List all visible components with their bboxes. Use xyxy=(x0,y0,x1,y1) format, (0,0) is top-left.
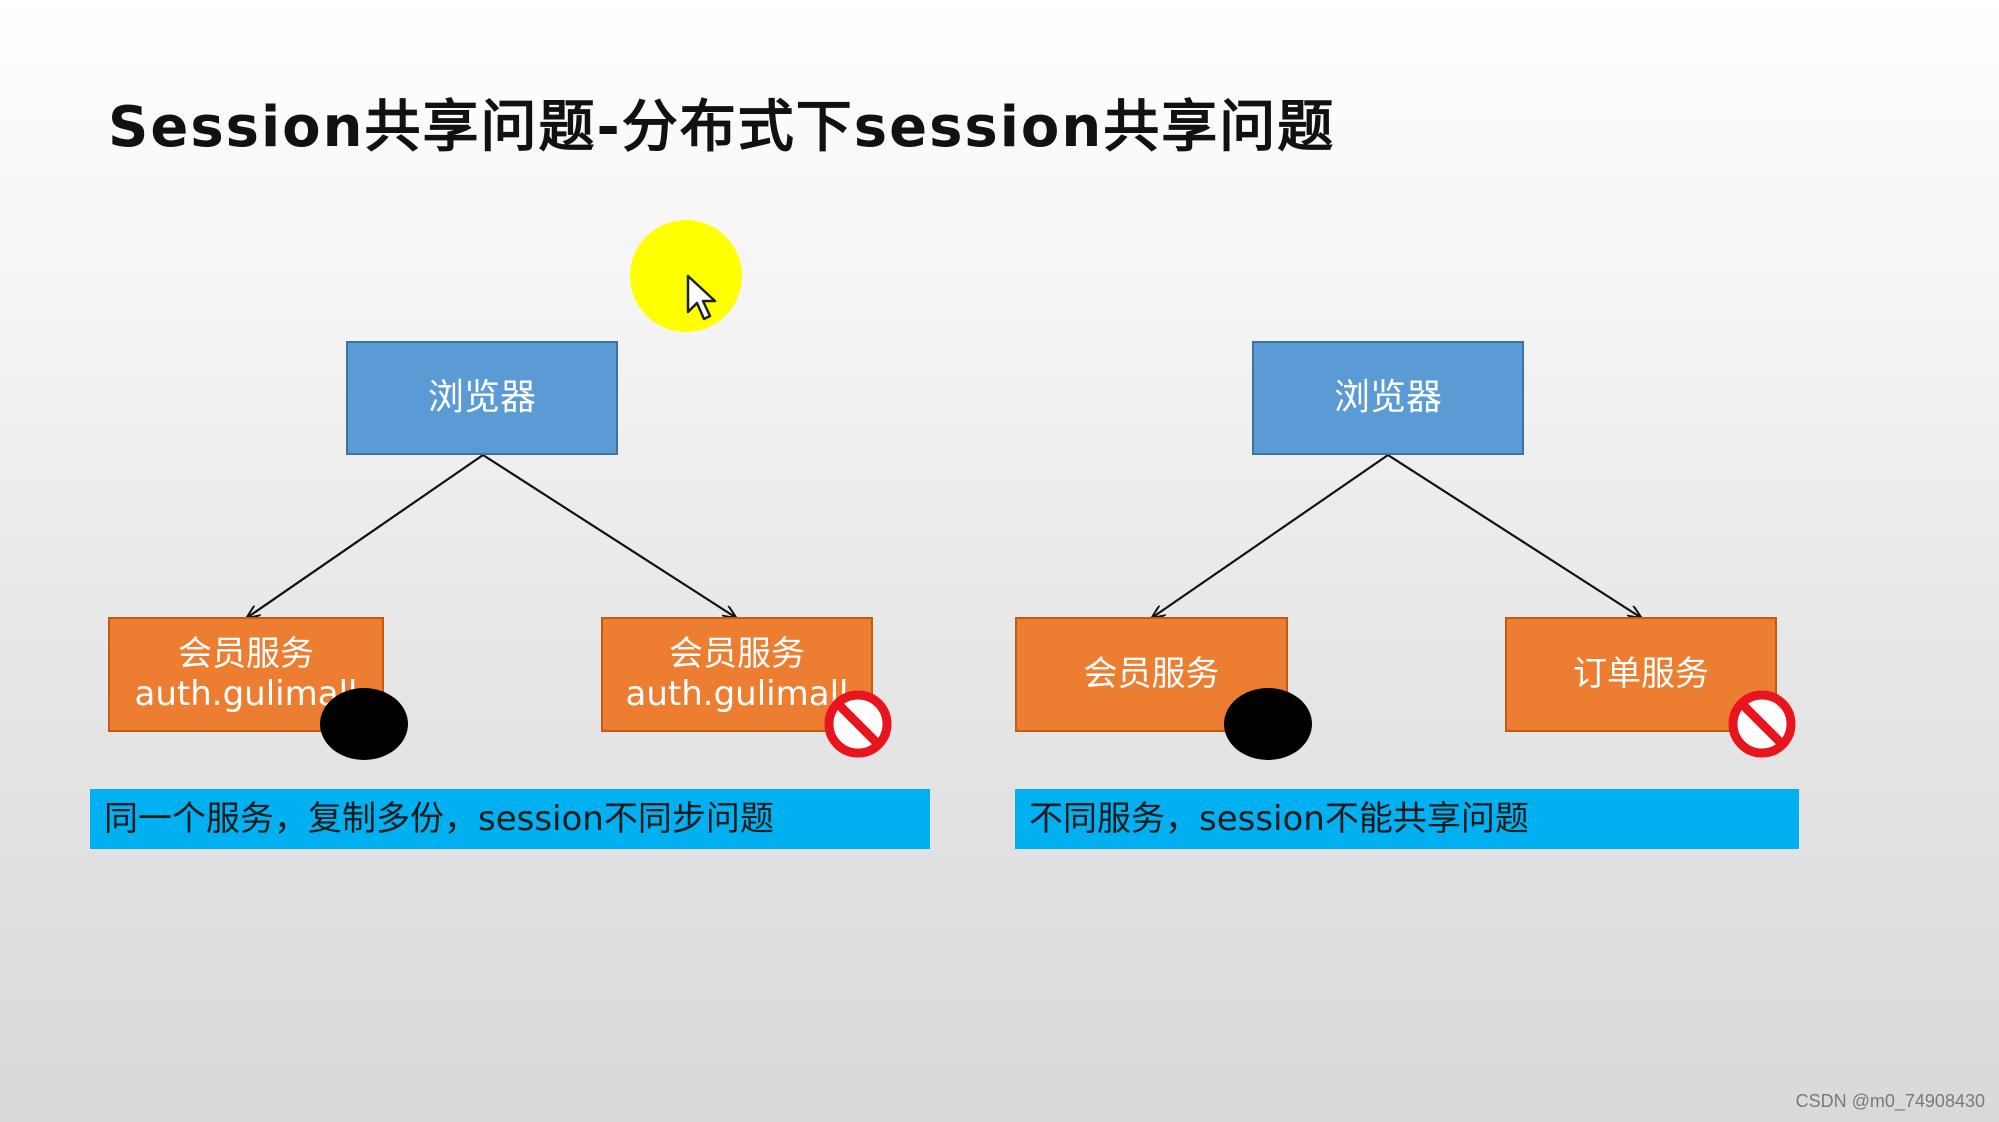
left-prohibited-icon xyxy=(824,690,892,758)
left-node-a-domain: auth.gulimall xyxy=(134,673,358,714)
left-node-b-domain: auth.gulimall xyxy=(625,673,849,714)
right-browser-label: 浏览器 xyxy=(1333,377,1442,419)
mouse-pointer-icon xyxy=(630,220,742,332)
arrow-right-browser-to-node-a xyxy=(1153,454,1389,617)
right-session-dot-icon xyxy=(1224,688,1312,760)
left-browser-box: 浏览器 xyxy=(346,341,618,455)
right-node-a-name: 会员服务 xyxy=(1083,653,1220,694)
left-session-dot-icon xyxy=(320,688,408,760)
left-node-a-name: 会员服务 xyxy=(178,634,314,675)
left-browser-label: 浏览器 xyxy=(427,377,536,419)
left-caption: 同一个服务，复制多份，session不同步问题 xyxy=(90,789,930,849)
slide-title: Session共享问题-分布式下session共享问题 xyxy=(108,95,1336,160)
watermark: CSDN @m0_74908430 xyxy=(1795,1091,1985,1111)
right-browser-box: 浏览器 xyxy=(1252,341,1524,455)
left-member-service-box-a: 会员服务 auth.gulimall xyxy=(108,617,384,732)
right-caption: 不同服务，session不能共享问题 xyxy=(1015,789,1799,849)
arrow-right-browser-to-node-b xyxy=(1387,454,1640,617)
arrow-left-browser-to-node-a xyxy=(248,454,484,617)
left-node-b-name: 会员服务 xyxy=(669,634,805,675)
right-prohibited-icon xyxy=(1728,690,1796,758)
arrow-left-browser-to-node-b xyxy=(482,454,735,617)
right-node-b-name: 订单服务 xyxy=(1573,653,1709,694)
